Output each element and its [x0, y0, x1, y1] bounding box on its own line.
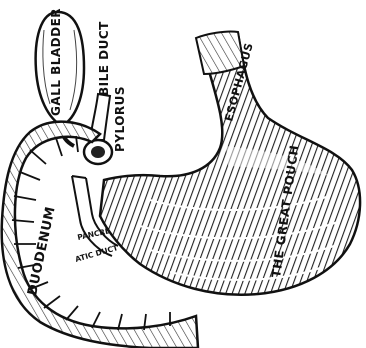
bile-duct-label: BILE DUCT	[97, 21, 111, 96]
stomach	[100, 34, 360, 295]
duodenum-label: DUODENUM	[25, 205, 58, 297]
pylorus	[84, 140, 112, 164]
pylorus-label: PYLORUS	[113, 86, 127, 152]
gall-bladder-label: GALL BLADDER	[49, 8, 63, 116]
